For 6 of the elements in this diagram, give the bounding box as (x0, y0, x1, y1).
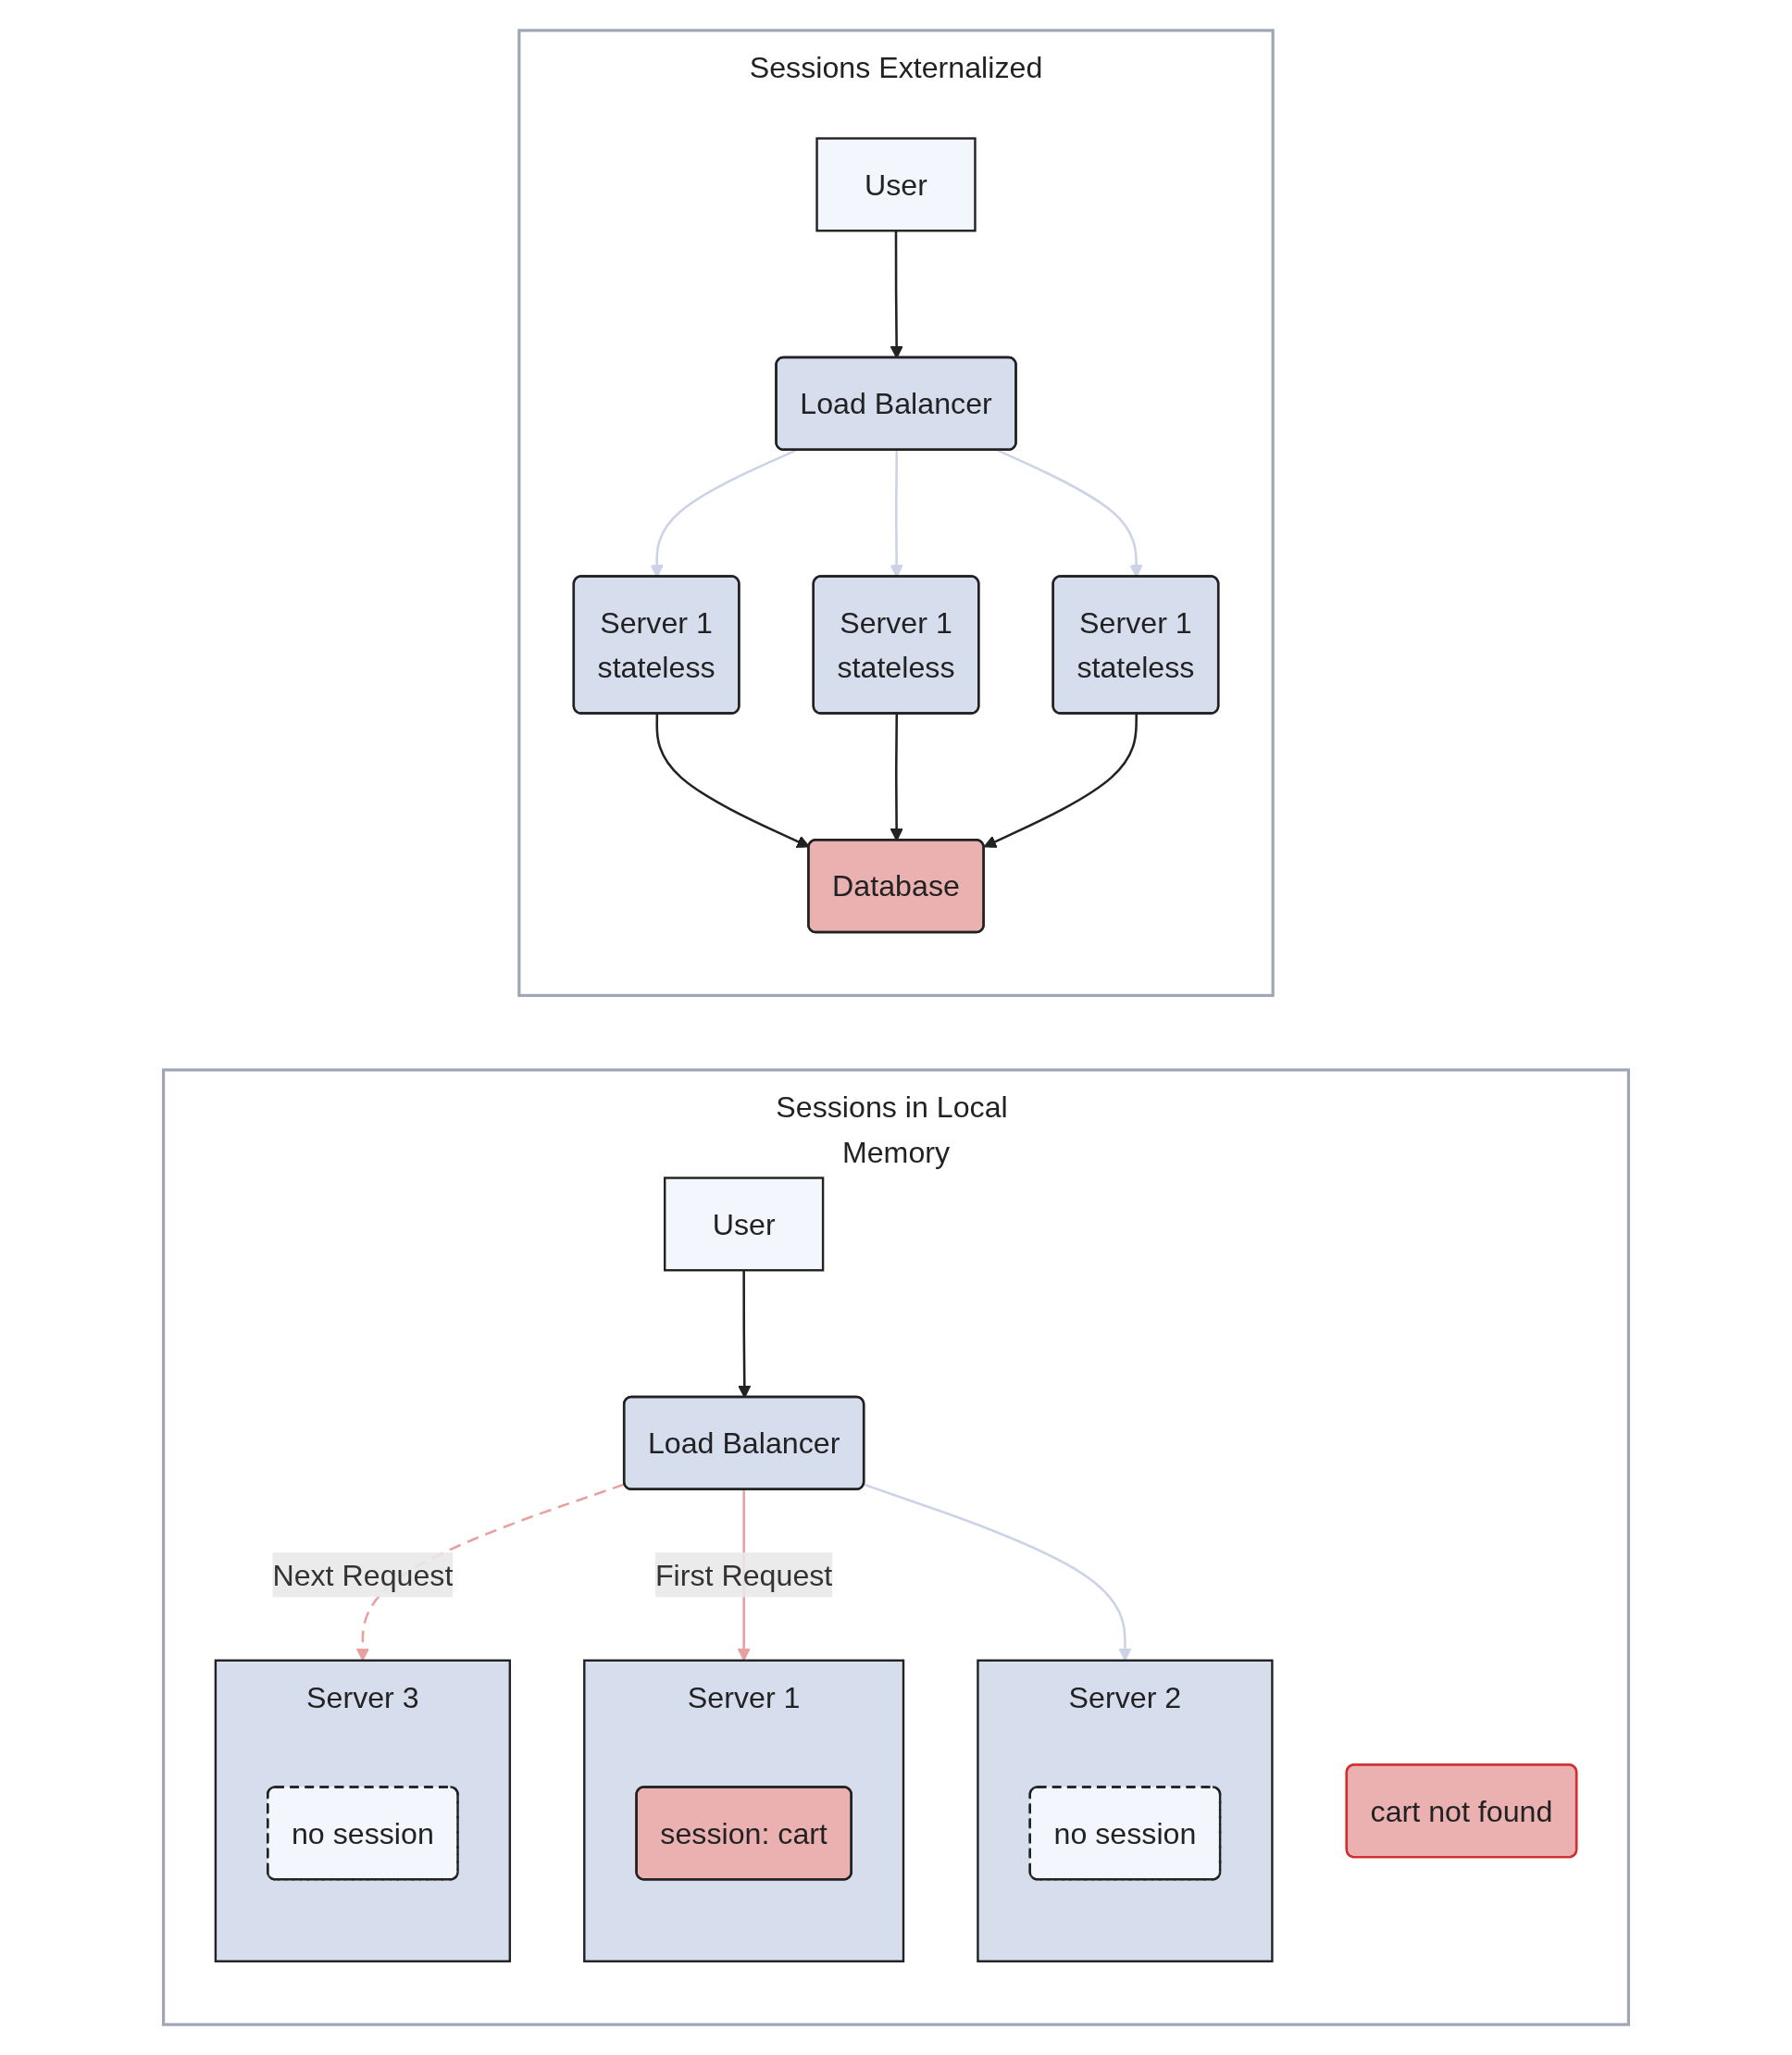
edge-label: First Request (654, 1558, 833, 1591)
edge-label: Next Request (272, 1558, 454, 1591)
node-box: User (664, 1177, 825, 1272)
arrow (655, 714, 810, 848)
node-box: User (815, 137, 977, 232)
arrow (983, 714, 1138, 848)
